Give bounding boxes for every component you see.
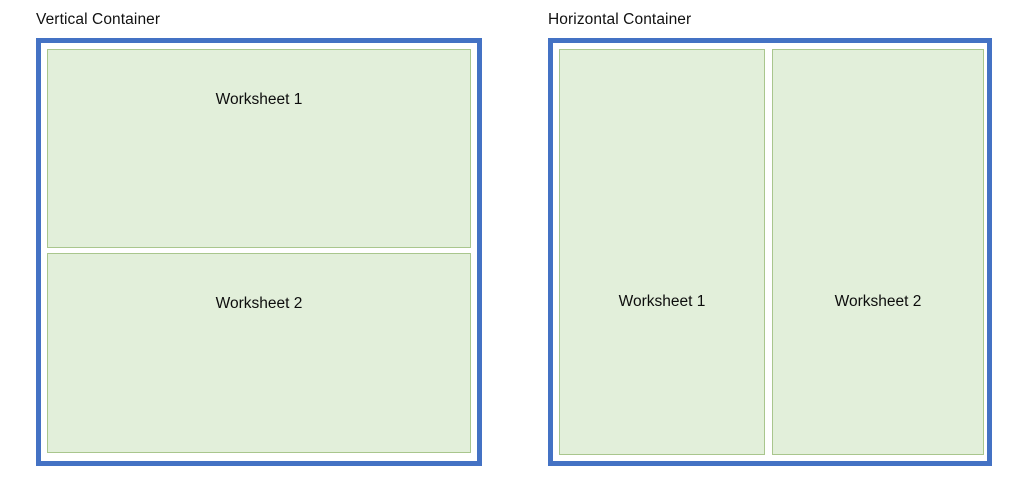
worksheet-tile-vertical-2[interactable]: Worksheet 2: [47, 253, 471, 453]
worksheet-label: Worksheet 1: [618, 293, 706, 311]
horizontal-container-box[interactable]: Worksheet 1 Worksheet 2: [548, 38, 992, 466]
worksheet-label: Worksheet 2: [215, 295, 303, 313]
vertical-container-box[interactable]: Worksheet 1 Worksheet 2: [36, 38, 482, 466]
worksheet-tile-horizontal-2[interactable]: Worksheet 2: [772, 49, 984, 455]
worksheet-label: Worksheet 2: [834, 293, 922, 311]
worksheet-tile-horizontal-1[interactable]: Worksheet 1: [559, 49, 765, 455]
vertical-container-title: Vertical Container: [36, 11, 161, 28]
worksheet-label: Worksheet 1: [215, 90, 303, 108]
horizontal-container-title: Horizontal Container: [548, 11, 692, 28]
worksheet-tile-vertical-1[interactable]: Worksheet 1: [47, 49, 471, 248]
vertical-container-panel: Vertical Container Worksheet 1 Worksheet…: [36, 10, 482, 466]
horizontal-container-panel: Horizontal Container Worksheet 1 Workshe…: [548, 10, 992, 466]
